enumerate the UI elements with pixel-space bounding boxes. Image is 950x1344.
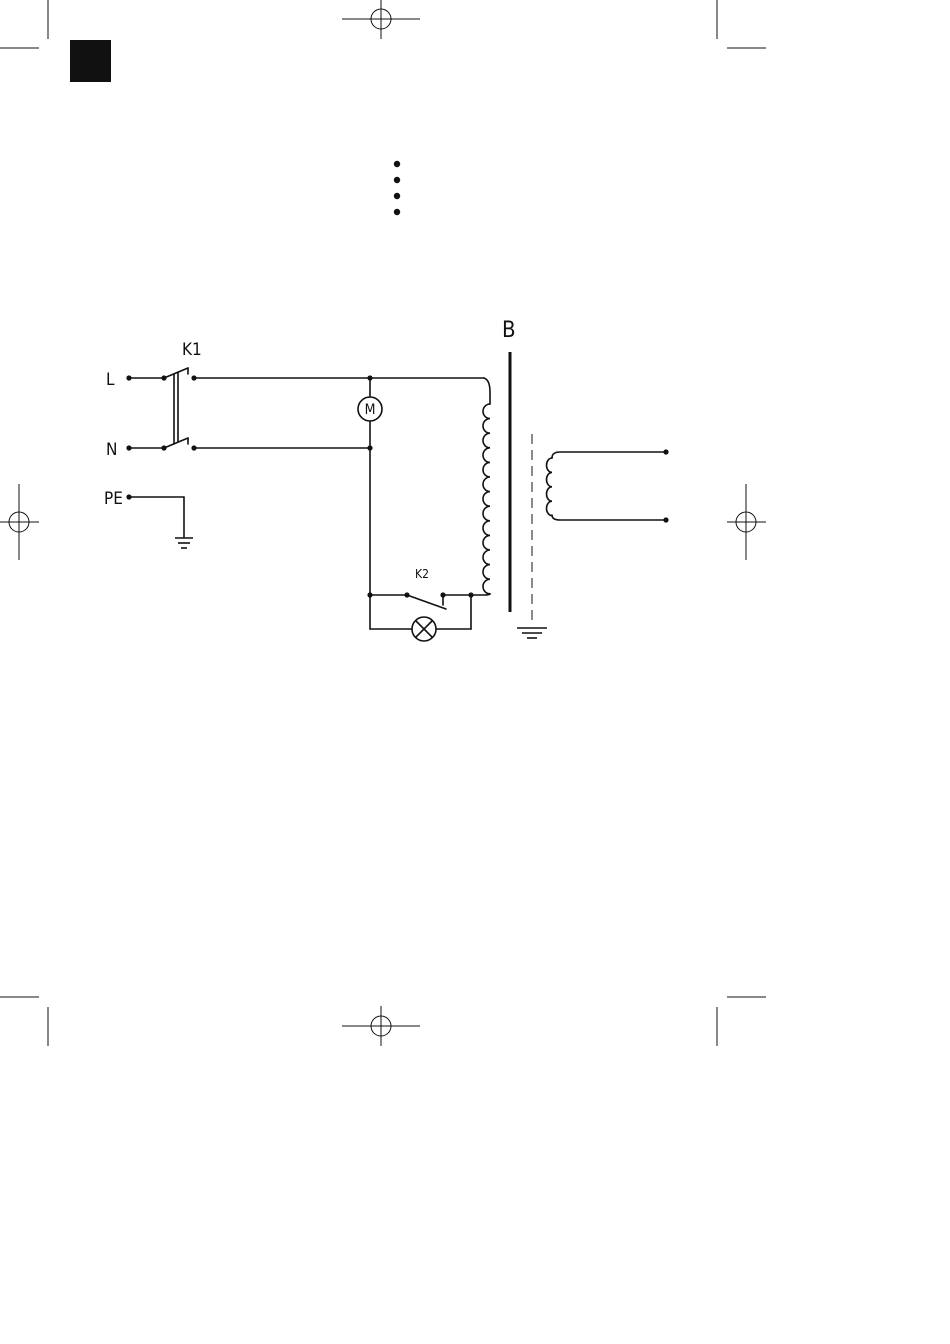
motor-circle-icon: M (358, 397, 382, 421)
language-marker-block (70, 40, 111, 82)
k2-blade (407, 595, 446, 609)
wire-secondary-bottom (552, 515, 666, 520)
primary-coil (483, 404, 490, 594)
motor-label: M (365, 402, 376, 418)
label-n: N (106, 440, 117, 460)
label-l: L (106, 370, 115, 390)
wire-secondary-top (552, 452, 666, 458)
registration-mark-bottom-icon (342, 1006, 420, 1046)
registration-mark-top-icon (342, 0, 420, 39)
label-pe: PE (104, 489, 123, 509)
label-k2: K2 (415, 567, 429, 581)
wire-l-to-coil (484, 378, 490, 404)
wire-coil-return (471, 594, 490, 595)
shield-ground-icon (517, 628, 547, 638)
secondary-coil (547, 458, 553, 516)
crop-marks (0, 0, 766, 1046)
wiring-diagram (129, 368, 666, 629)
registration-mark-right-icon (727, 484, 766, 560)
dot-separator (394, 161, 400, 215)
label-k1: K1 (182, 340, 202, 360)
registration-mark-left-icon (0, 484, 39, 560)
indicator-lamp-icon (412, 617, 436, 641)
ground-icon (175, 538, 193, 548)
main-switch-k1 (164, 368, 188, 448)
label-b: B (502, 318, 516, 343)
terminal-dots (126, 375, 668, 597)
